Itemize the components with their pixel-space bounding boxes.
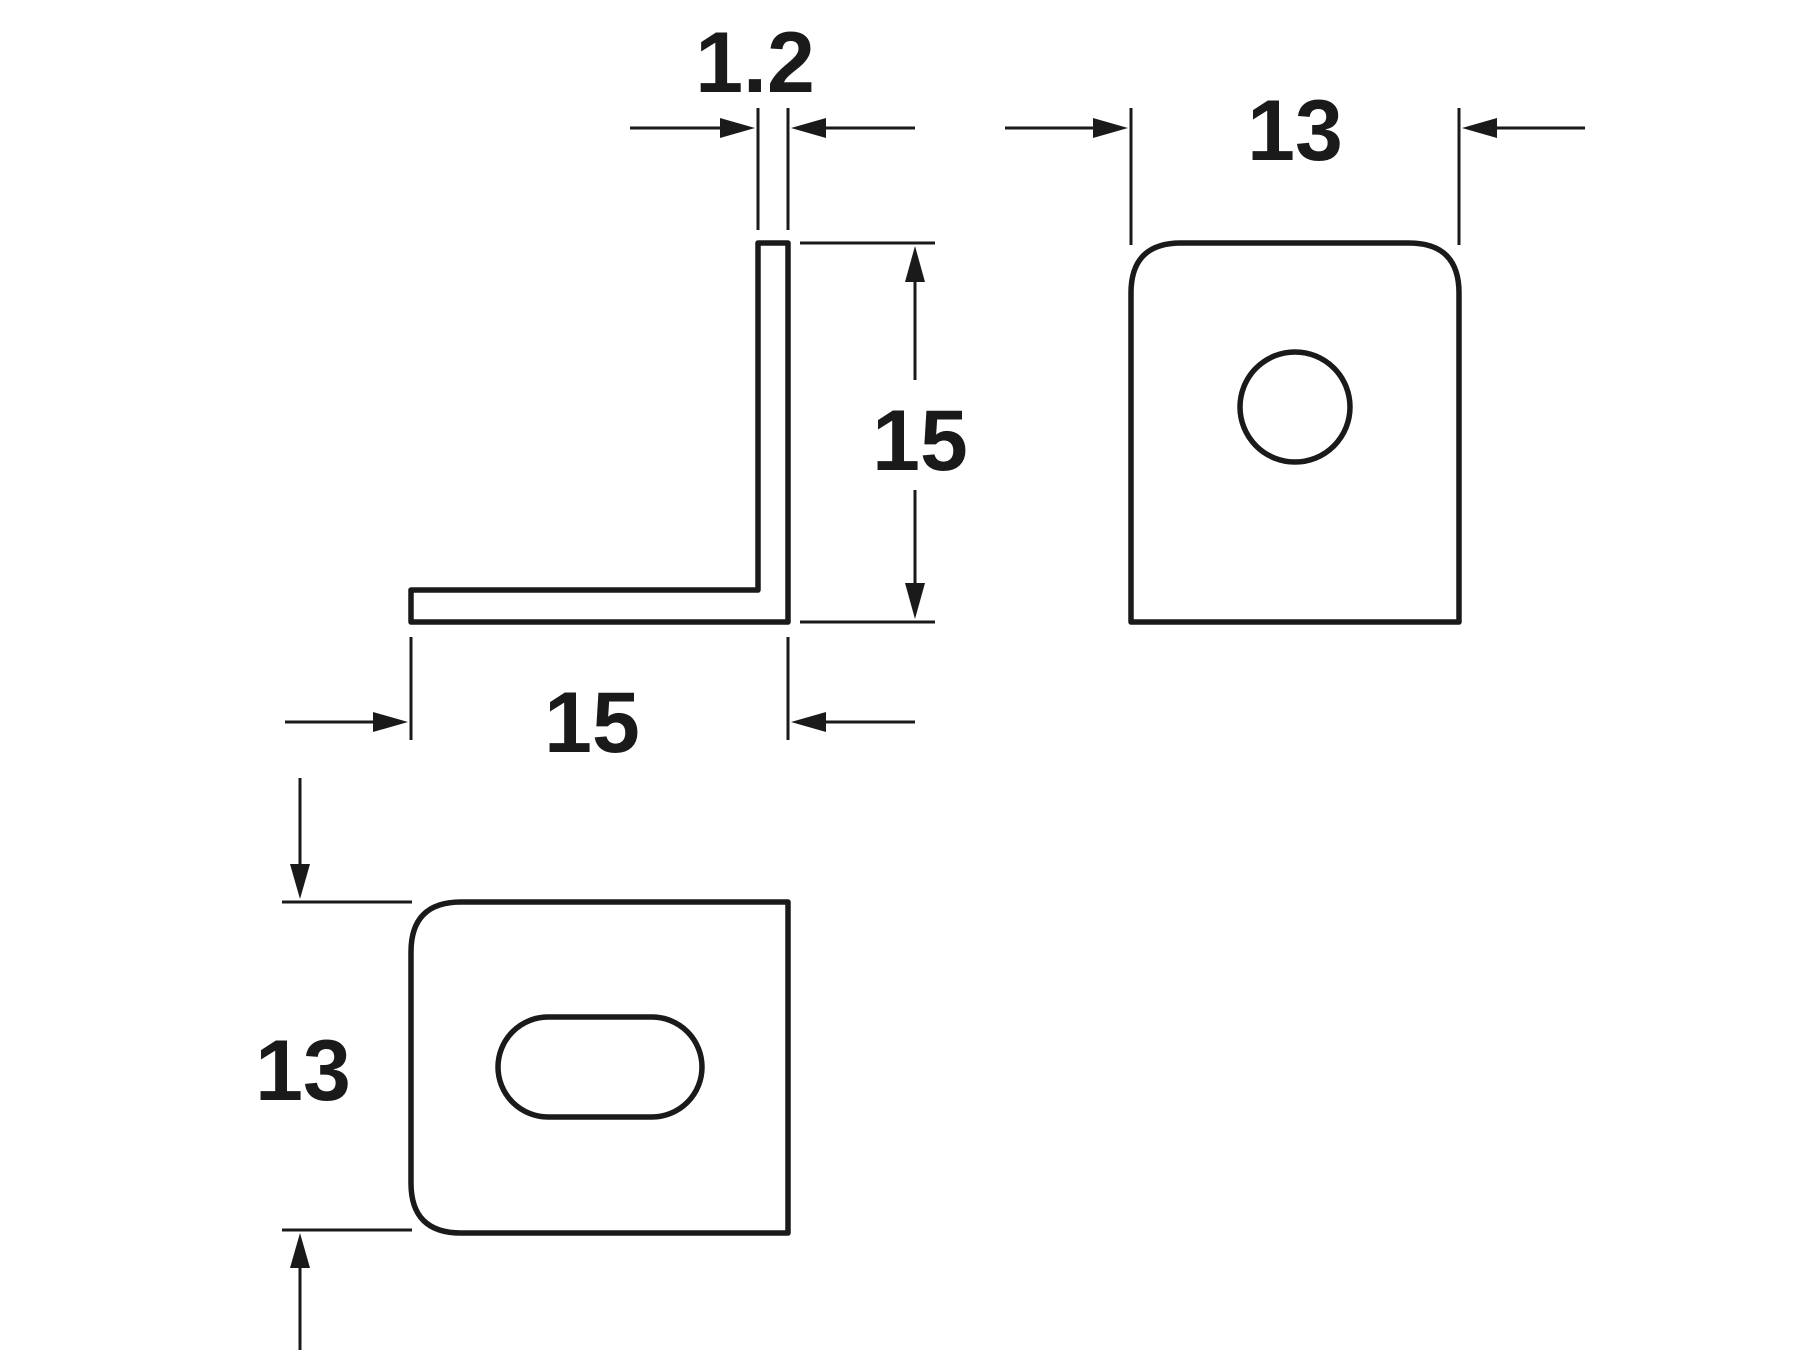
length-arrow-right (791, 712, 826, 732)
thickness-dimension: 1.2 (630, 15, 915, 230)
bottom-width-arrow-bottom (290, 1233, 310, 1268)
bottom-view (408, 899, 791, 1236)
thickness-arrow-right (791, 118, 826, 138)
top-width-dimension: 13 (1005, 83, 1585, 245)
slotted-hole (495, 1014, 705, 1120)
top-width-arrow-left (1093, 118, 1128, 138)
height-dimension: 15 (800, 241, 968, 624)
bottom-width-label: 13 (255, 1023, 351, 1119)
height-label: 15 (872, 393, 968, 489)
bottom-width-dimension: 13 (255, 778, 412, 1350)
length-label: 15 (544, 675, 640, 771)
round-hole (1237, 349, 1353, 465)
length-dimension: 15 (285, 637, 915, 771)
side-view (408, 240, 791, 625)
l-profile-outline (408, 240, 791, 625)
top-view (1128, 240, 1462, 625)
height-arrow-bottom (905, 583, 925, 619)
bottom-width-arrow-top (290, 864, 310, 899)
length-arrow-left (373, 712, 408, 732)
height-arrow-top (905, 246, 925, 282)
bottom-plate-outline (408, 899, 791, 1236)
top-width-arrow-right (1462, 118, 1497, 138)
thickness-arrow-left (720, 118, 755, 138)
top-width-label: 13 (1247, 83, 1343, 179)
thickness-label: 1.2 (695, 15, 815, 111)
top-plate-outline (1128, 240, 1462, 625)
